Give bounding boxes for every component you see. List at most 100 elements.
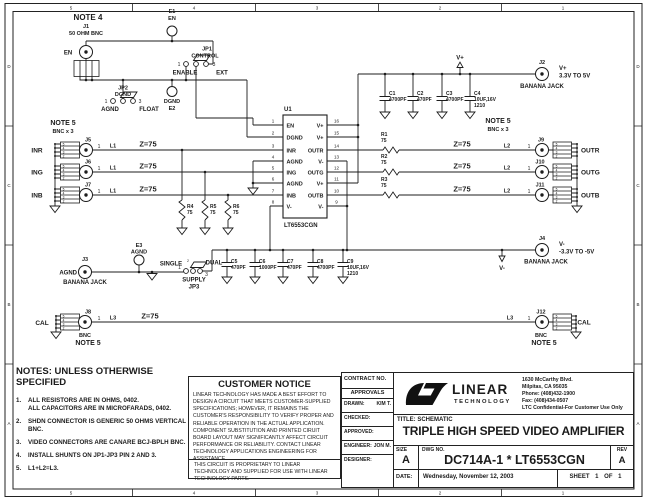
schematic-label: 2 <box>556 326 558 330</box>
schematic-label: 3 <box>63 195 65 199</box>
jp3-ref: JP3 <box>189 285 200 291</box>
date-label: DATE: <box>394 470 419 487</box>
schematic-label: 4 <box>63 146 65 150</box>
schematic-label: NOTE 5 <box>531 340 556 347</box>
zone-left-d: D <box>7 64 11 69</box>
schematic-label: 5 <box>272 166 275 171</box>
schematic-label: L3 <box>110 316 116 322</box>
outb-label: OUTB <box>581 193 600 200</box>
schematic-label: R6 <box>233 204 240 210</box>
schematic-label: BNC x 3 <box>52 129 73 135</box>
schematic-label: 1210 <box>347 271 358 277</box>
resistor-r4 <box>178 199 186 221</box>
schematic-label: 15 <box>334 131 340 136</box>
schematic-label: BNC <box>79 333 91 339</box>
schematic-label: J7 <box>85 183 91 189</box>
schematic-label: 4 <box>556 191 558 195</box>
e2-ref: E2 <box>169 106 176 112</box>
outr-label: OUTR <box>581 148 600 155</box>
schematic-label: 3 <box>63 322 65 326</box>
schematic-label: 10UF,16V <box>474 97 497 103</box>
schematic-label: 7 <box>272 189 275 194</box>
gnd-c9 <box>337 276 349 285</box>
schematic-label: V+ <box>559 66 567 72</box>
zone-top-4: 4 <box>193 6 196 11</box>
schematic-label: 4 <box>63 191 65 195</box>
schematic-label: 75 <box>381 183 387 189</box>
wires-bottom <box>91 249 536 277</box>
schematic-label: 2 <box>272 131 275 136</box>
size-value: A <box>402 454 410 466</box>
schematic-label: V- <box>287 205 292 211</box>
schematic-label: J6 <box>85 160 91 166</box>
e2-testpoint <box>166 86 178 97</box>
gnd-j12 <box>570 331 582 340</box>
zone-left-a: A <box>7 421 10 426</box>
schematic-label: INR <box>287 149 297 155</box>
ground-symbols <box>49 61 583 340</box>
j10-shield-block <box>552 163 572 181</box>
schematic-label: L2 <box>504 189 510 195</box>
customer-notice-footer: THIS CIRCUIT IS PROPRIETARY TO LINEAR TE… <box>189 459 340 482</box>
zone-bottom-2: 2 <box>439 491 442 496</box>
j9-shield-block <box>552 141 572 159</box>
u1-chip <box>282 114 328 219</box>
e1-ref: E1 <box>169 9 176 15</box>
schematic-label: 5 <box>556 164 558 168</box>
dwg-cell: DWG NO. DC714A-1 * LT6553CGN <box>419 446 610 469</box>
j1-shield-block <box>73 60 100 77</box>
j6-bnc <box>79 165 93 179</box>
schematic-label: 4 <box>63 168 65 172</box>
schematic-label: 5 <box>63 142 65 146</box>
j2-ref: J2 <box>539 60 545 66</box>
schematic-label: 1 <box>272 119 275 124</box>
contract-no-label: CONTRACT NO. <box>342 373 393 389</box>
schematic-label: 16 <box>334 119 340 124</box>
date-value: Wednesday, November 12, 2003 <box>423 474 514 480</box>
zone-right-c: C <box>636 183 640 188</box>
e3-testpoint <box>133 254 145 266</box>
schematic-label: 1 <box>98 166 101 172</box>
schematic-label: 4 <box>556 146 558 150</box>
title-label: TITLE: SCHEMATIC <box>397 417 453 423</box>
schematic-label: 4 <box>556 318 558 322</box>
schematic-label: 2 <box>63 199 65 203</box>
schematic-label: 11 <box>334 177 339 182</box>
zone-bottom-4: 4 <box>193 491 196 496</box>
schematic-label: 5 <box>556 142 558 146</box>
cal-right-label: CAL <box>577 320 590 327</box>
gnd-agnd-pins <box>247 187 259 196</box>
vminus-arrow <box>498 255 506 263</box>
schematic-label: 14 <box>334 144 340 149</box>
schematic-label: SINGLE <box>160 262 182 268</box>
schematic-label: J12 <box>536 310 545 316</box>
schematic-label: 3 <box>63 150 65 154</box>
size-cell: SIZE A <box>394 446 419 469</box>
title-block-right: LINEAR TECHNOLOGY 1630 McCarthy Blvd.Mil… <box>394 373 633 487</box>
schematic-label: 2 <box>556 176 558 180</box>
schematic-label: 3 <box>556 322 558 326</box>
schematic-label: C8 <box>317 259 324 265</box>
j2-banana <box>535 67 549 81</box>
wires-vplus <box>358 67 536 112</box>
schematic-label: 4700PF <box>446 97 464 103</box>
schematic-label: BANANA JACK <box>524 260 568 266</box>
schematic-label: 4 <box>63 318 65 322</box>
j7-bnc <box>79 188 93 202</box>
zone-bottom-3: 3 <box>316 491 319 496</box>
gnd-c1 <box>379 111 391 120</box>
gnd-c4 <box>464 111 476 120</box>
resistor-r6 <box>224 199 232 221</box>
schematic-label: C1 <box>389 91 396 97</box>
schematic-label: 5 <box>556 187 558 191</box>
schematic-label: 1 <box>98 144 101 150</box>
rev-label: REV <box>616 447 628 453</box>
schematic-label: J8 <box>85 310 91 316</box>
j1-ref: J1 <box>83 24 89 30</box>
schematic-label: L1 <box>110 144 116 150</box>
jp3-shunt <box>189 261 208 268</box>
schematic-label: INB <box>287 194 297 200</box>
schematic-label: 1 <box>98 316 101 322</box>
j1-desc: 50 OHM BNC <box>69 31 103 37</box>
